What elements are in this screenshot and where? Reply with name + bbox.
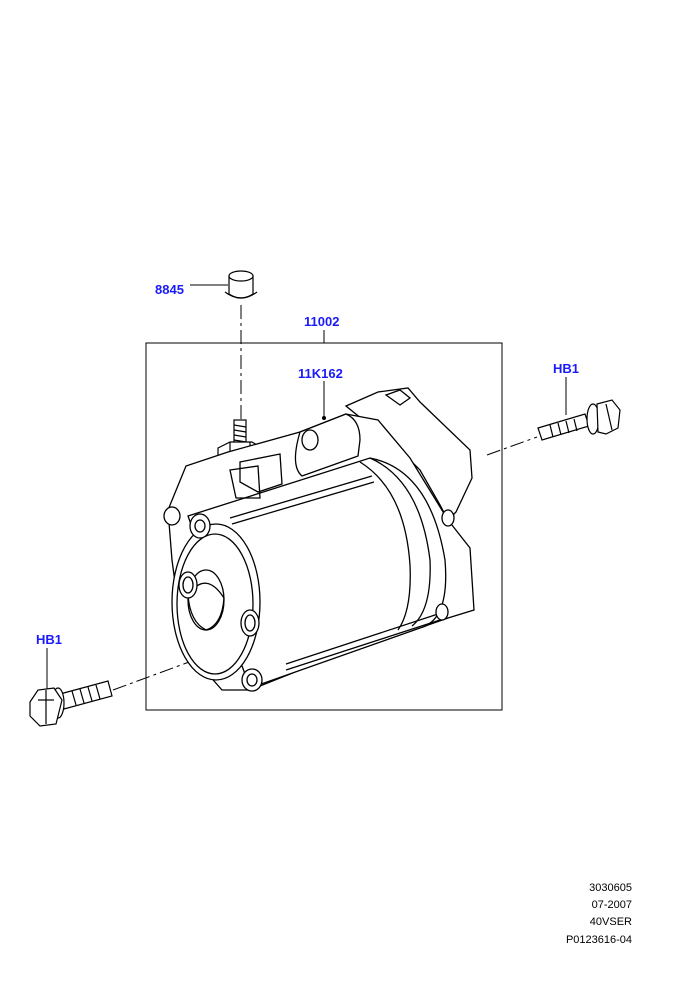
callout-11002: 11002: [304, 314, 339, 329]
footer-line-3: 40VSER: [590, 916, 632, 928]
footer-line-4: P0123616-04: [566, 934, 632, 946]
cap-8845-part: [224, 270, 258, 299]
centerline-left-bolt: [112, 657, 201, 691]
starter-motor-body: [163, 387, 475, 692]
callout-11k162: 11K162: [298, 366, 343, 381]
callout-hb1-right: HB1: [553, 361, 579, 376]
callout-8845: 8845: [155, 282, 184, 297]
bolt-hb1-left-part: [29, 680, 113, 727]
callout-hb1-left: HB1: [36, 632, 62, 647]
footer-line-2: 07-2007: [592, 899, 632, 911]
footer-line-1: 3030605: [589, 882, 632, 894]
centerline-right-bolt: [486, 436, 538, 456]
leader-11k162-dot: [322, 416, 326, 420]
bolt-hb1-right-part: [537, 399, 621, 441]
